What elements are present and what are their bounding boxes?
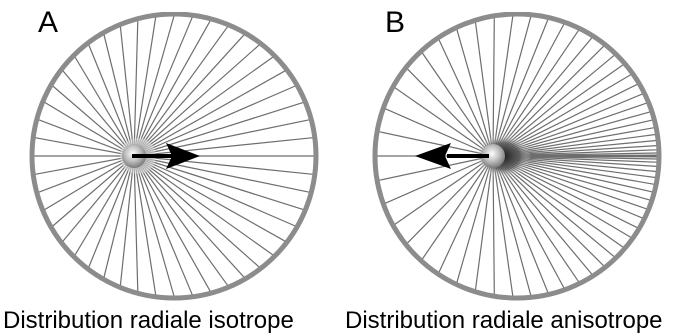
panel-caption: Distribution radiale isotrope	[3, 308, 294, 334]
panel-letter: A	[38, 8, 58, 38]
isotropic-wheel-diagram	[0, 12, 343, 308]
spoke	[134, 156, 259, 267]
panel-b-anisotropic: B Distribution radiale anisotrope	[343, 0, 686, 336]
spoke	[134, 45, 259, 156]
spoke	[134, 86, 295, 156]
spoke	[89, 45, 134, 156]
panel-caption: Distribution radiale anisotrope	[345, 308, 663, 334]
anisotropic-wheel-diagram	[343, 12, 686, 308]
spoke	[53, 156, 134, 226]
spoke	[39, 156, 134, 192]
spoke	[134, 156, 174, 296]
spoke	[39, 120, 134, 156]
spoke	[89, 156, 134, 267]
spoke	[53, 86, 134, 156]
panel-a-isotropic: A Distribution radiale isotrope	[0, 0, 343, 336]
spoke	[134, 156, 295, 226]
spoke	[134, 16, 174, 156]
panel-letter: B	[385, 8, 405, 38]
